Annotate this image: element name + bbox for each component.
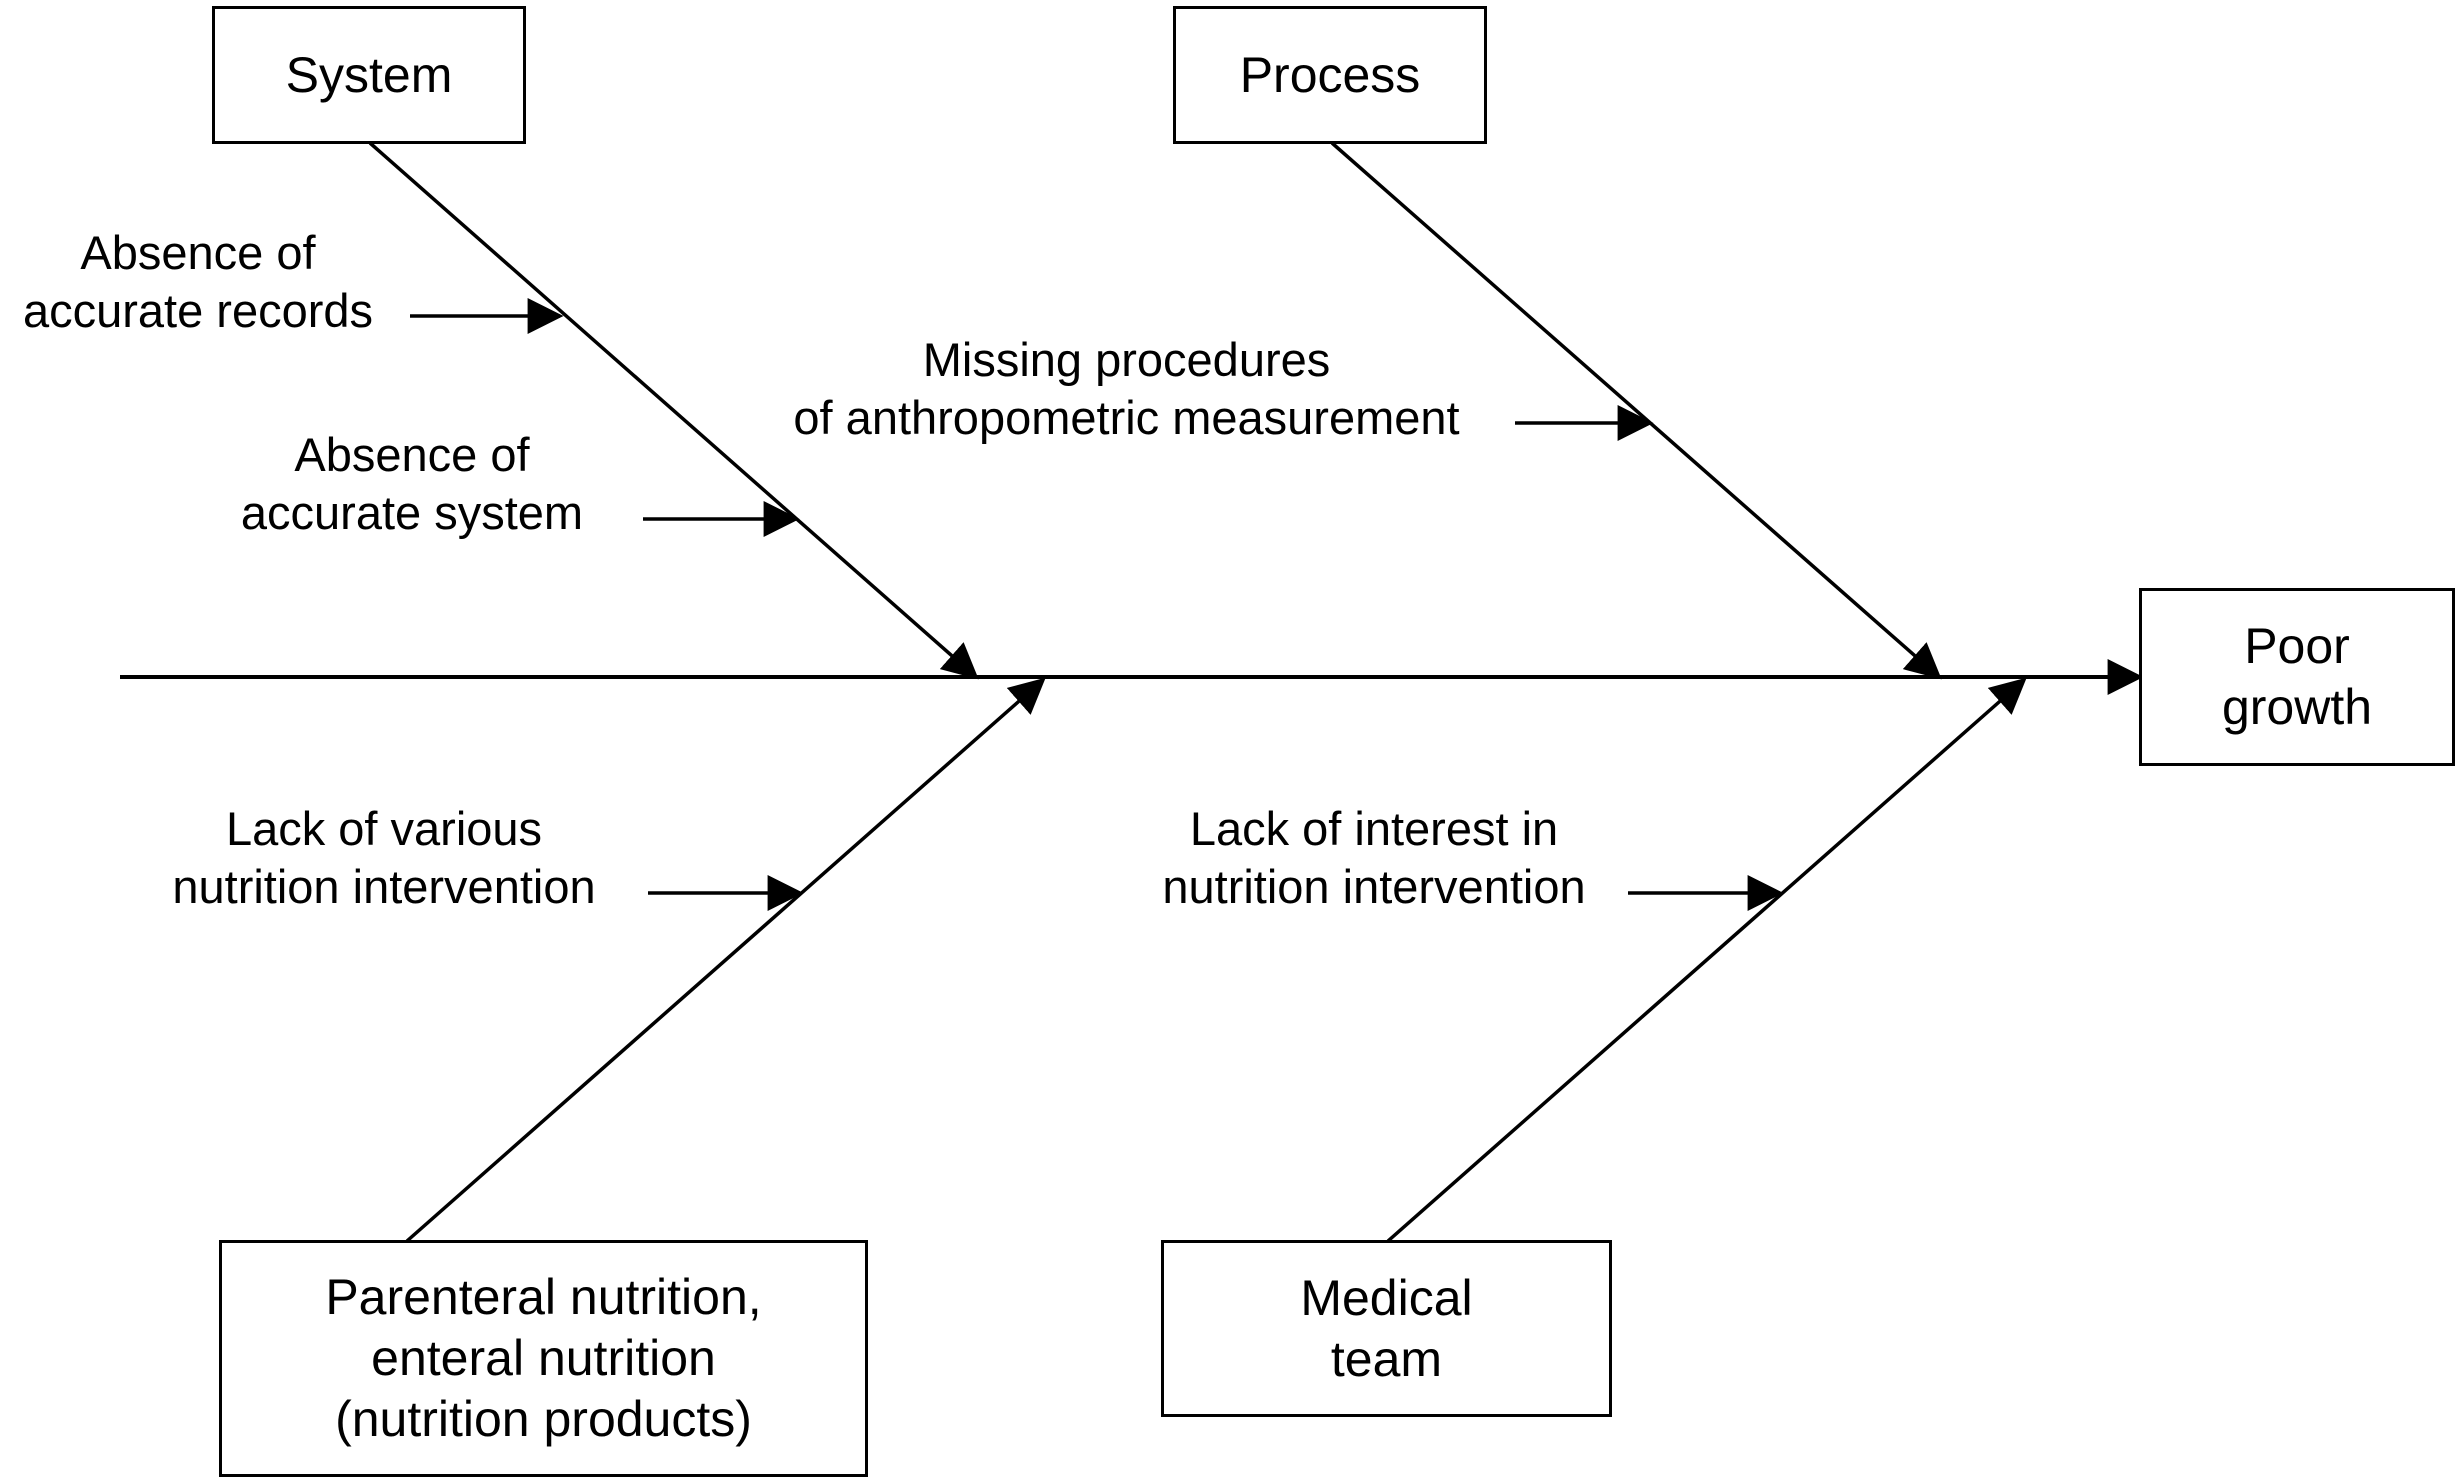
cause-procedures-label: Missing procedures of anthropometric mea… (730, 331, 1523, 447)
medical-line-2: team (1330, 1330, 1443, 1387)
system-box: System (212, 6, 526, 144)
effect-box: Poor growth (2139, 588, 2455, 766)
cause-system-label: Absence of accurate system (208, 426, 616, 542)
system-label: System (285, 46, 453, 103)
cause-various-line-2: nutrition intervention (172, 860, 596, 913)
nutrition-line-3: (nutrition products) (335, 1391, 752, 1447)
cause-procedures-line-1: Missing procedures (922, 333, 1331, 386)
cause-procedures-line-2: of anthropometric measurement (793, 391, 1460, 444)
nutrition-line-2: enteral nutrition (371, 1330, 716, 1386)
medical-box: Medical team (1161, 1240, 1612, 1417)
nutrition-bone (405, 677, 1046, 1243)
cause-records-line-1: Absence of (80, 226, 316, 279)
cause-interest-line-1: Lack of interest in (1189, 802, 1559, 855)
medical-line-1: Medical (1300, 1269, 1473, 1326)
process-box: Process (1173, 6, 1487, 144)
effect-line-1: Poor (2244, 618, 2350, 674)
cause-records-label: Absence of accurate records (0, 224, 396, 340)
cause-interest-line-2: nutrition intervention (1162, 860, 1586, 913)
nutrition-box: Parenteral nutrition, enteral nutrition … (219, 1240, 868, 1477)
cause-various-line-1: Lack of various (225, 802, 543, 855)
cause-system-line-2: accurate system (240, 486, 584, 539)
cause-various-label: Lack of various nutrition intervention (140, 800, 628, 916)
system-bone (368, 141, 979, 680)
cause-interest-label: Lack of interest in nutrition interventi… (1130, 800, 1618, 916)
process-label: Process (1239, 46, 1421, 103)
cause-system-line-1: Absence of (294, 428, 530, 481)
effect-line-2: growth (2221, 679, 2373, 735)
nutrition-line-1: Parenteral nutrition, (325, 1269, 762, 1325)
medical-bone (1386, 677, 2027, 1243)
cause-records-line-2: accurate records (22, 284, 374, 337)
